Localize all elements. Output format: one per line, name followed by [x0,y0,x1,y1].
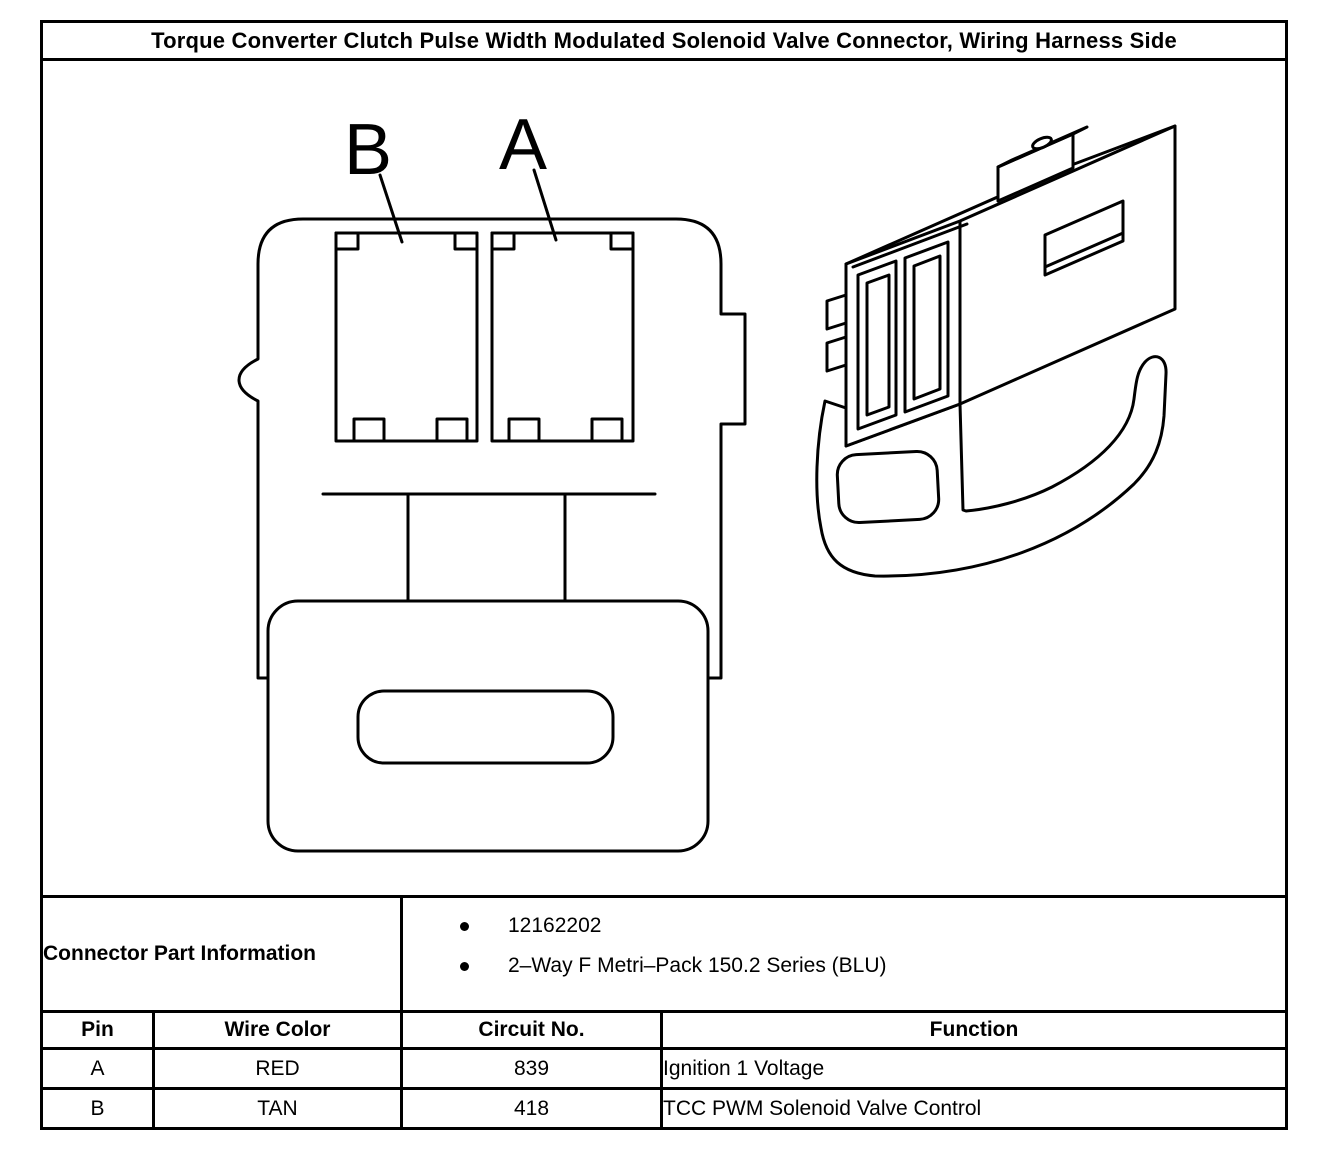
iso-side-tab-upper [825,293,848,330]
front-view-labels: B A [344,105,547,190]
connector-series: 2–Way F Metri–Pack 150.2 Series (BLU) [405,946,1284,986]
part-info-label: Connector Part Information [40,895,403,1013]
cavity-b-notch-left [334,231,360,250]
iso-cavity-a [903,240,950,413]
iso-lock-window [1043,199,1125,276]
part-info-values: 12162202 2–Way F Metri–Pack 150.2 Series… [400,895,1288,1013]
iso-cavity-a-inner [912,254,942,400]
iso-body-edges [844,124,1177,405]
part-number: 12162202 [405,906,1284,946]
iso-lock-window-floor [1043,231,1125,268]
col-header-function: Function [660,1010,1288,1050]
iso-strap-hole [835,449,941,524]
cavity-a-notch-right [609,231,635,250]
connector-diagram: B A [237,105,1177,852]
cavity-label-a: A [499,105,547,185]
connector-doc-table: Torque Converter Clutch Pulse Width Modu… [40,20,1288,1130]
table-row-pin-a: A RED 839 Ignition 1 Voltage [40,1047,1288,1090]
col-header-circuit-no: Circuit No. [400,1010,663,1050]
page-title: Torque Converter Clutch Pulse Width Modu… [40,20,1288,61]
cavity-b-notch-right [453,231,479,250]
iso-top-wall-line [851,222,969,268]
circuit-no-cell: 418 [400,1087,663,1130]
latch-slot [356,689,615,764]
cavity-a-tab-left [507,417,541,442]
function-cell: TCC PWM Solenoid Valve Control [660,1087,1288,1130]
part-info-list: 12162202 2–Way F Metri–Pack 150.2 Series… [405,906,1284,986]
title-row: Torque Converter Clutch Pulse Width Modu… [40,20,1288,61]
cavity-label-b: B [344,110,392,190]
leader-line-b [378,173,404,243]
connector-figure: B A [40,58,1288,898]
cavity-b-tab-left [352,417,386,442]
pin-cell: B [40,1087,155,1130]
pin-table-header-row: Pin Wire Color Circuit No. Function [40,1010,1288,1050]
table-row-pin-b: B TAN 418 TCC PWM Solenoid Valve Control [40,1087,1288,1130]
col-header-wire-color: Wire Color [152,1010,403,1050]
iso-side-tab-lower [825,335,848,372]
figure-row: B A [40,58,1288,898]
function-cell: Ignition 1 Voltage [660,1047,1288,1090]
leader-line-a [532,168,558,241]
cavity-a-notch-left [490,231,516,250]
cavity-b [334,231,479,442]
circuit-no-cell: 839 [400,1047,663,1090]
cavity-a-tab-right [590,417,624,442]
isometric-view [815,124,1177,578]
cavity-a [490,231,635,442]
iso-lock-nub [1031,135,1053,150]
cavity-b-tab-right [435,417,469,442]
col-header-pin: Pin [40,1010,155,1050]
iso-cavity-b [856,259,898,430]
wire-color-cell: RED [152,1047,403,1090]
pin-cell: A [40,1047,155,1090]
iso-cavity-b-inner [865,273,891,416]
front-view [237,168,747,852]
wire-color-cell: TAN [152,1087,403,1130]
part-info-row: Connector Part Information 12162202 2–Wa… [40,895,1288,1013]
